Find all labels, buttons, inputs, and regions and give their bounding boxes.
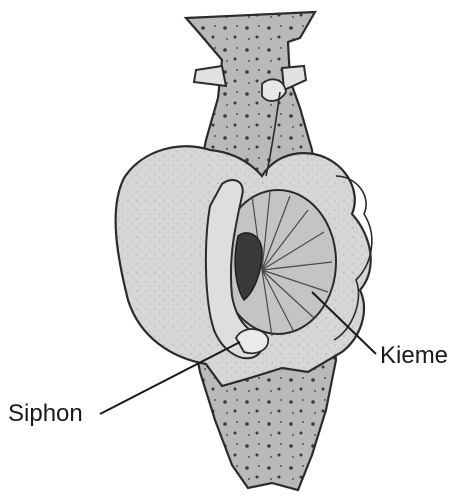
head-lobe (262, 79, 286, 101)
tentacle-right (282, 66, 306, 90)
tentacle-left (194, 66, 226, 86)
siphon-label: Siphon (8, 402, 83, 426)
kieme-label: Kieme (380, 344, 448, 368)
